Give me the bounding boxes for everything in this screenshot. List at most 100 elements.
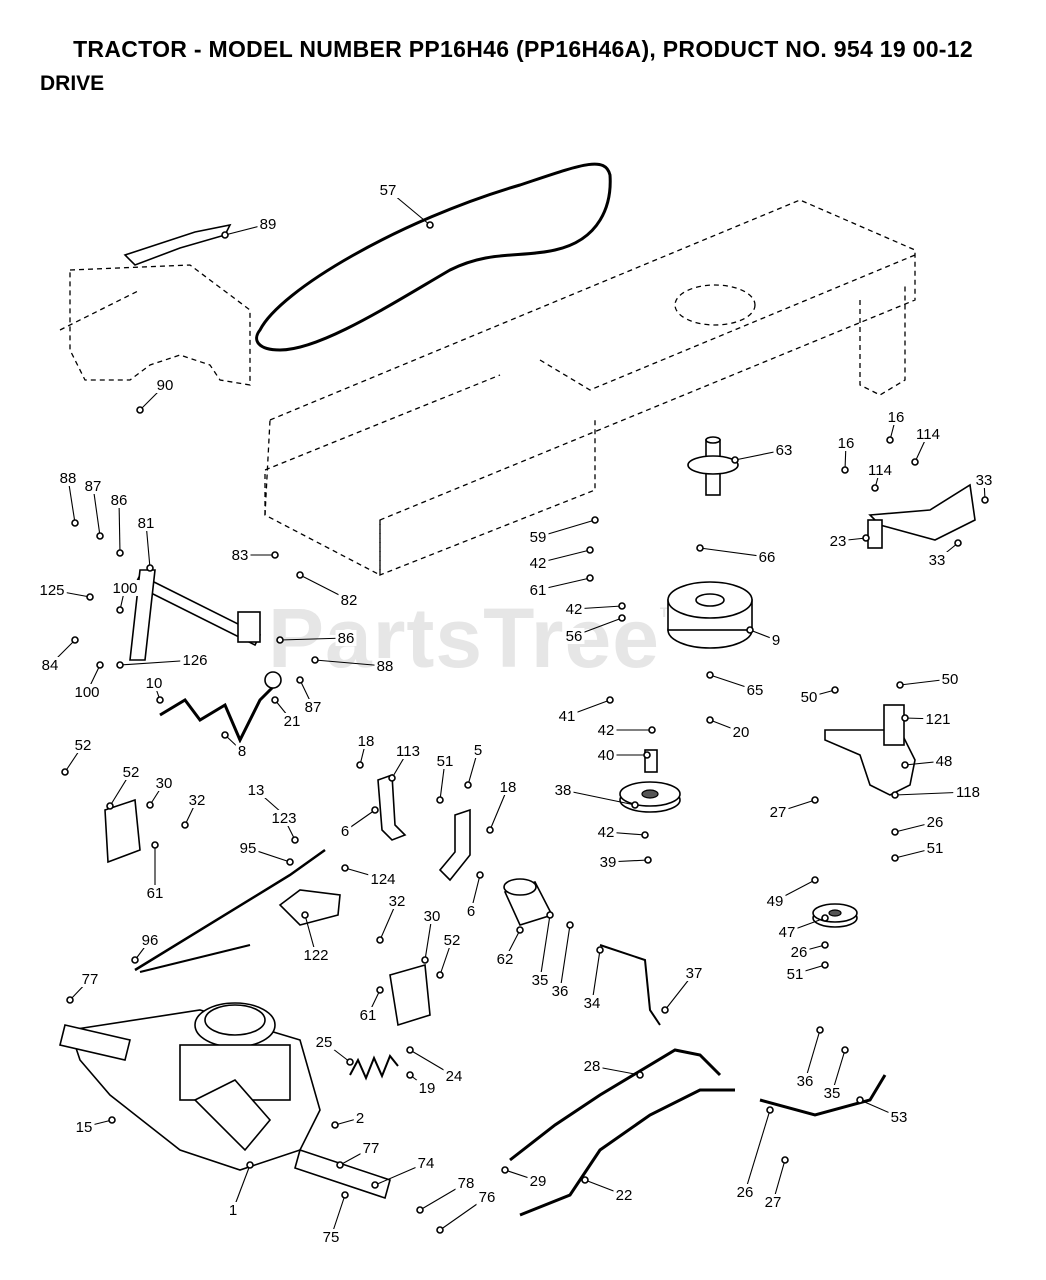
callout-leader	[591, 949, 601, 1004]
hood-bracket-outline	[59, 264, 251, 386]
part-number-callout: 76	[479, 1189, 496, 1206]
callout-leader	[92, 485, 101, 537]
callout-leader	[539, 914, 551, 981]
part-number-callout: 49	[767, 893, 784, 910]
part-number-callout: 75	[323, 1229, 340, 1246]
engine-pulley	[687, 436, 739, 496]
part-number-callout: 9	[772, 632, 780, 649]
fastener-icon	[546, 911, 554, 919]
callout-background	[110, 580, 140, 596]
callout-background	[527, 1173, 549, 1189]
fastener-icon	[341, 1191, 349, 1199]
callout-background	[368, 871, 398, 887]
part-number-callout: 32	[189, 792, 206, 809]
fastener-icon	[436, 971, 444, 979]
callout-background	[338, 823, 352, 839]
part-number-callout: 113	[396, 743, 420, 760]
part-number-callout: 114	[916, 426, 940, 443]
part-number-callout: 47	[779, 924, 796, 941]
fastener-icon	[901, 761, 909, 769]
callout-background	[595, 747, 617, 763]
part-number-callout: 29	[530, 1173, 547, 1190]
fastener-icon	[586, 546, 594, 554]
part-number-callout: 40	[598, 747, 615, 764]
fastener-icon	[136, 406, 144, 414]
callout-leader	[699, 547, 768, 558]
bracket-30-lower	[389, 963, 431, 1027]
callout-background	[441, 932, 463, 948]
section-subtitle: DRIVE	[40, 72, 105, 95]
part-number-callout: 87	[305, 699, 322, 716]
idler-pulley-47	[812, 903, 858, 928]
part-number-callout: 87	[85, 478, 102, 495]
part-number-callout: 6	[341, 823, 349, 840]
part-number-callout: 30	[156, 775, 173, 792]
callout-background	[72, 737, 94, 753]
callout-leader	[559, 924, 571, 992]
part-number-callout: 18	[500, 779, 517, 796]
callout-background	[434, 753, 456, 769]
bracket-23-post	[867, 519, 883, 549]
fastener-icon	[341, 864, 349, 872]
callout-background	[730, 724, 752, 740]
callout-background	[357, 1007, 379, 1023]
fastener-icon	[476, 871, 484, 879]
spring-25	[349, 1054, 399, 1081]
part-number-callout: 16	[838, 435, 855, 452]
part-number-callout: 42	[598, 722, 615, 739]
callout-background	[257, 216, 279, 232]
part-number-callout: 33	[976, 472, 993, 489]
fastener-icon	[356, 761, 364, 769]
fastener-icon	[856, 1096, 864, 1104]
fastener-icon	[221, 231, 229, 239]
callout-background	[374, 658, 396, 674]
fastener-icon	[406, 1046, 414, 1054]
callout-background	[597, 854, 619, 870]
part-number-callout: 86	[338, 630, 355, 647]
fastener-icon	[954, 539, 962, 547]
callout-background	[529, 972, 551, 988]
callout-background	[773, 442, 795, 458]
part-number-callout: 74	[418, 1155, 435, 1172]
fastener-icon	[586, 574, 594, 582]
idler-bracket-48	[824, 729, 916, 796]
fastener-icon	[371, 1181, 379, 1189]
fastener-icon	[296, 676, 304, 684]
shift-shaft-81	[129, 569, 262, 661]
callout-background	[821, 1085, 843, 1101]
fastener-icon	[464, 781, 472, 789]
page-title: TRACTOR - MODEL NUMBER PP16H46 (PP16H46A…	[73, 36, 973, 62]
shift-rod-8	[159, 678, 282, 744]
fastener-icon	[86, 593, 94, 601]
part-number-callout: 36	[552, 983, 569, 1000]
fastener-icon	[821, 961, 829, 969]
part-number-callout: 51	[927, 840, 944, 857]
callout-background	[595, 824, 617, 840]
part-number-callout: 23	[830, 533, 847, 550]
fastener-icon	[821, 914, 829, 922]
part-number-callout: 82	[341, 592, 358, 609]
callout-leader	[562, 789, 636, 806]
callout-leader	[744, 1109, 771, 1193]
callout-background	[549, 983, 571, 999]
fastener-icon	[816, 1026, 824, 1034]
fastener-icon	[66, 996, 74, 1004]
part-number-callout: 61	[360, 1007, 377, 1024]
part-number-callout: 10	[146, 675, 163, 692]
callout-background	[443, 1068, 465, 1084]
part-number-callout: 1	[229, 1202, 237, 1219]
part-number-callout: 89	[260, 216, 277, 233]
fastener-icon	[146, 564, 154, 572]
fastener-icon	[116, 606, 124, 614]
fastener-icon	[618, 614, 626, 622]
fastener-icon	[643, 751, 651, 759]
callout-background	[57, 470, 79, 486]
callout-background	[421, 908, 443, 924]
part-number-callout: 123	[271, 810, 296, 827]
fastener-icon	[311, 656, 319, 664]
callout-background	[794, 1073, 816, 1089]
callout-background	[135, 515, 157, 531]
callout-background	[924, 840, 946, 856]
callout-background	[154, 377, 176, 393]
fastener-icon	[426, 221, 434, 229]
